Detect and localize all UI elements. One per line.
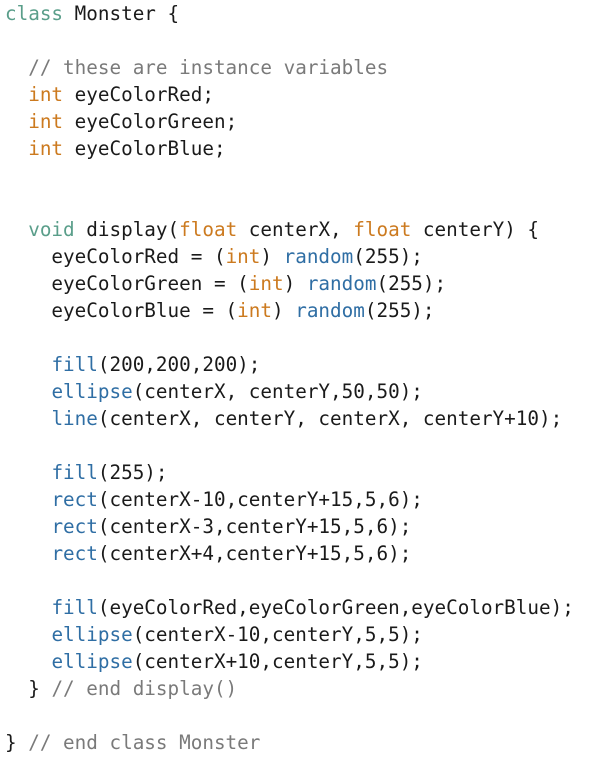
code-line: // these are instance variables [5, 54, 616, 81]
code-line: eyeColorGreen = (int) random(255); [5, 270, 616, 297]
code-token-plain: (200,200,200); [97, 353, 261, 376]
code-token-plain: (centerX+4,centerY+15,5,6); [97, 542, 412, 565]
code-line [5, 567, 616, 594]
code-token-plain: eyeColorGreen = ( [5, 272, 249, 295]
code-token-keyword: void [28, 218, 75, 241]
code-token-plain: ) [272, 299, 296, 322]
code-token-plain [5, 542, 51, 565]
code-token-plain: (255); [97, 461, 168, 484]
code-line: rect(centerX-10,centerY+15,5,6); [5, 486, 616, 513]
code-line: class Monster { [5, 0, 616, 27]
code-token-type: int [225, 245, 261, 268]
code-block: class Monster { // these are instance va… [5, 0, 616, 756]
code-token-func: ellipse [51, 650, 133, 673]
code-token-plain [5, 407, 51, 430]
code-token-plain: (centerX+10,centerY,5,5); [132, 650, 423, 673]
code-line: } // end class Monster [5, 729, 616, 756]
code-line [5, 189, 616, 216]
code-token-plain: (255); [353, 245, 423, 268]
code-token-plain: centerY) { [411, 218, 540, 241]
code-token-func: line [51, 407, 98, 430]
code-line: rect(centerX+4,centerY+15,5,6); [5, 540, 616, 567]
code-token-plain [5, 353, 51, 376]
code-token-plain: (centerX-10,centerY+15,5,6); [97, 488, 423, 511]
code-token-plain: eyeColorBlue; [63, 137, 226, 160]
code-line: line(centerX, centerY, centerX, centerY+… [5, 405, 616, 432]
code-line: int eyeColorBlue; [5, 135, 616, 162]
code-token-plain [5, 137, 28, 160]
code-line: eyeColorBlue = (int) random(255); [5, 297, 616, 324]
code-line [5, 27, 616, 54]
code-line: fill(eyeColorRed,eyeColorGreen,eyeColorB… [5, 594, 616, 621]
code-token-plain: } [5, 731, 29, 754]
code-token-plain: ) [283, 272, 307, 295]
code-line: } // end display() [5, 675, 616, 702]
code-token-func: random [283, 245, 354, 268]
code-token-type: int [248, 272, 284, 295]
code-token-func: fill [51, 461, 98, 484]
code-line: rect(centerX-3,centerY+15,5,6); [5, 513, 616, 540]
code-token-plain: (centerX-3,centerY+15,5,6); [97, 515, 412, 538]
code-token-func: rect [51, 515, 98, 538]
code-token-plain: centerX, [237, 218, 354, 241]
code-token-func: fill [51, 596, 98, 619]
code-token-type: int [237, 299, 272, 322]
code-token-plain [5, 623, 51, 646]
code-token-plain: display( [74, 218, 180, 241]
code-token-plain: (centerX, centerY, centerX, centerY+10); [97, 407, 563, 430]
code-line [5, 162, 616, 189]
code-token-plain [5, 83, 28, 106]
code-token-plain [5, 110, 28, 133]
code-token-plain: (eyeColorRed,eyeColorGreen,eyeColorBlue)… [97, 596, 574, 619]
code-token-plain [5, 380, 51, 403]
code-token-func: ellipse [51, 380, 133, 403]
code-line [5, 702, 616, 729]
code-line: ellipse(centerX+10,centerY,5,5); [5, 648, 616, 675]
code-line: void display(float centerX, float center… [5, 216, 616, 243]
code-line: ellipse(centerX-10,centerY,5,5); [5, 621, 616, 648]
code-line [5, 432, 616, 459]
code-token-func: rect [51, 488, 98, 511]
code-line: ellipse(centerX, centerY,50,50); [5, 378, 616, 405]
code-line: int eyeColorRed; [5, 81, 616, 108]
code-token-plain: eyeColorGreen; [63, 110, 238, 133]
code-token-func: random [295, 299, 365, 322]
code-token-type: int [28, 137, 64, 160]
code-token-plain: (255); [364, 299, 435, 322]
code-line: eyeColorRed = (int) random(255); [5, 243, 616, 270]
code-line: fill(200,200,200); [5, 351, 616, 378]
code-token-plain: eyeColorRed = ( [5, 245, 226, 268]
code-line: fill(255); [5, 459, 616, 486]
code-token-plain: (centerX, centerY,50,50); [132, 380, 423, 403]
code-token-comment: // end class Monster [28, 731, 261, 754]
code-line: int eyeColorGreen; [5, 108, 616, 135]
code-token-keyword: class [5, 2, 64, 25]
code-token-plain: eyeColorRed; [63, 83, 214, 106]
code-token-plain [5, 461, 51, 484]
code-line [5, 324, 616, 351]
code-token-func: fill [51, 353, 98, 376]
code-token-func: rect [51, 542, 98, 565]
code-token-plain [5, 650, 51, 673]
code-token-type: float [179, 218, 238, 241]
code-token-type: float [353, 218, 412, 241]
code-token-plain [5, 596, 51, 619]
code-token-plain: Monster { [63, 2, 180, 25]
code-token-plain: ) [260, 245, 284, 268]
code-token-plain: (255); [376, 272, 447, 295]
code-token-plain: eyeColorBlue = ( [5, 299, 238, 322]
code-token-plain [5, 488, 51, 511]
code-token-comment: // end display() [51, 677, 238, 700]
code-token-plain [5, 218, 28, 241]
code-token-plain: (centerX-10,centerY,5,5); [132, 623, 423, 646]
code-token-comment: // these are instance variables [28, 56, 389, 79]
code-token-func: random [306, 272, 377, 295]
code-token-plain [5, 56, 28, 79]
code-token-func: ellipse [51, 623, 133, 646]
code-token-plain [5, 515, 51, 538]
code-token-type: int [28, 83, 64, 106]
code-token-plain: } [5, 677, 52, 700]
code-token-type: int [28, 110, 64, 133]
